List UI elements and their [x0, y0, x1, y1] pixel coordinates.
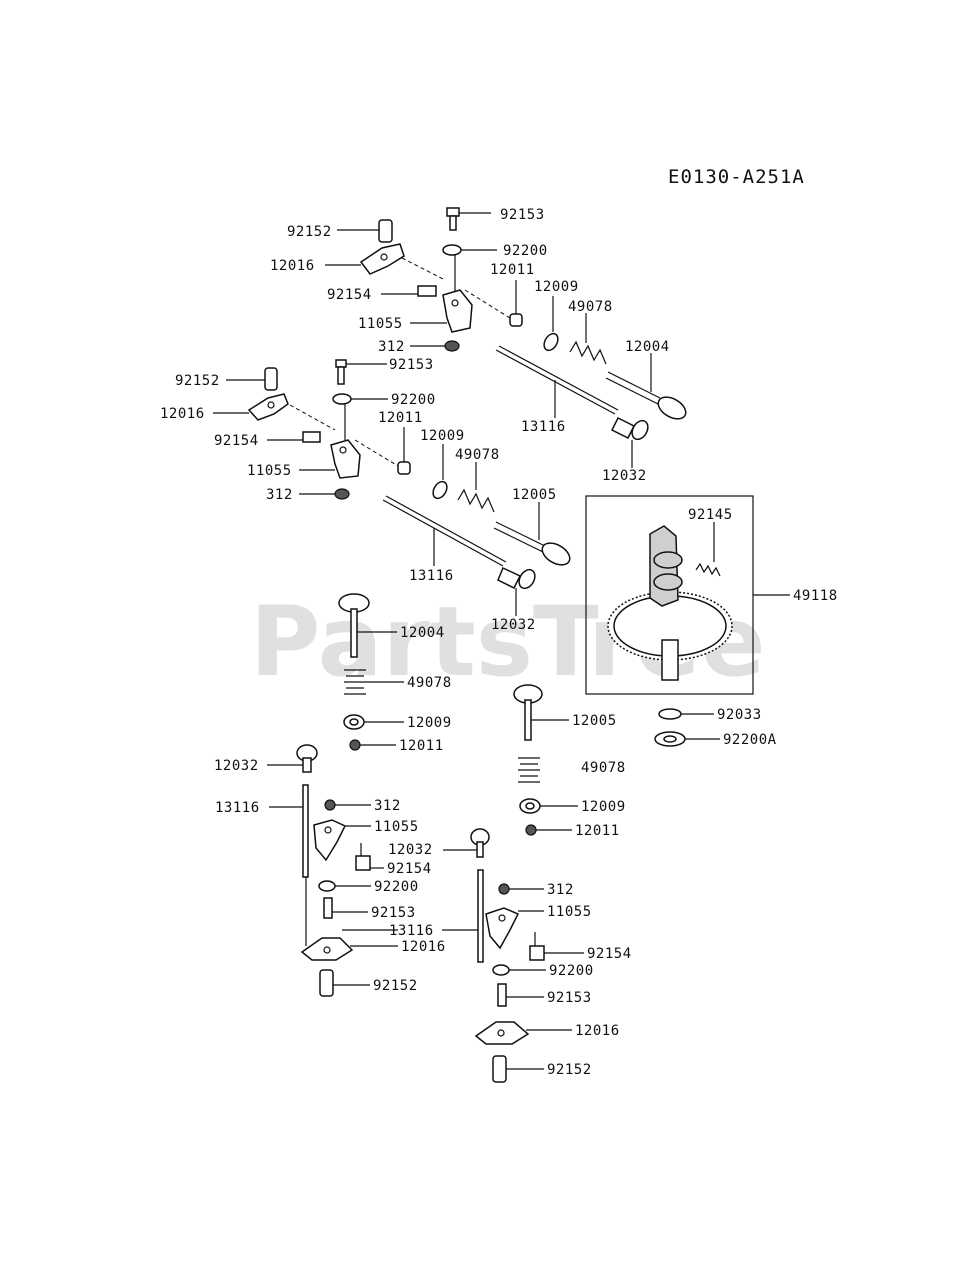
- part-number-label: 12011: [490, 262, 535, 278]
- part-number-label: 92153: [371, 905, 416, 921]
- pivot-part: [337, 219, 393, 243]
- rocker-arm-part: [325, 243, 446, 281]
- part-number-label: 12016: [160, 406, 205, 422]
- retainer-part: [432, 444, 448, 500]
- part-number-label: 12011: [575, 823, 620, 839]
- part-number-label: 92152: [373, 978, 418, 994]
- diagram-code: E0130-A251A: [668, 166, 805, 188]
- part-number-label: 92152: [175, 373, 220, 389]
- tappet-part: [497, 566, 536, 616]
- part-number-label: 49078: [581, 760, 626, 776]
- pivot-part: [226, 367, 278, 391]
- rocker-arm-part: [213, 393, 336, 431]
- nut-part: [299, 488, 350, 500]
- part-number-label: 92033: [717, 707, 762, 723]
- washer-part: [442, 244, 497, 295]
- part-number-label: 92152: [547, 1062, 592, 1078]
- washer-part: [332, 393, 388, 440]
- part-number-label: 13116: [215, 800, 260, 816]
- bolt-part: [446, 207, 491, 231]
- valve-cap-part: [354, 427, 411, 475]
- middle-valve-assembly-a: [338, 593, 404, 751]
- part-number-label: 12005: [512, 487, 557, 503]
- part-number-label: 92200: [391, 392, 436, 408]
- guide-plate-part: [410, 289, 473, 333]
- nut-part: [410, 340, 460, 352]
- valve-part: [605, 353, 687, 420]
- adjust-bolt-part: [267, 431, 321, 443]
- valve-part: [493, 502, 571, 566]
- upper-valve-assembly-b: [213, 359, 571, 616]
- part-number-label: 312: [266, 487, 293, 503]
- guide-plate-part: [299, 439, 361, 479]
- part-number-label: 12011: [378, 410, 423, 426]
- push-rod-part: [382, 495, 507, 567]
- part-number-label: 12016: [575, 1023, 620, 1039]
- part-number-label: 12016: [401, 939, 446, 955]
- tappet-part: [610, 416, 649, 468]
- part-number-label: 12011: [399, 738, 444, 754]
- part-number-label: 92153: [389, 357, 434, 373]
- camshaft-assembly: [585, 495, 790, 695]
- part-number-label: 11055: [374, 819, 419, 835]
- part-number-label: 12032: [214, 758, 259, 774]
- part-number-label: 312: [547, 882, 574, 898]
- part-number-label: 12009: [420, 428, 465, 444]
- part-number-label: 12009: [534, 279, 579, 295]
- part-number-label: 92200A: [723, 732, 777, 748]
- part-number-label: 12032: [388, 842, 433, 858]
- part-number-label: 92154: [214, 433, 259, 449]
- part-number-label: 12009: [407, 715, 452, 731]
- part-number-label: 92153: [547, 990, 592, 1006]
- valve-cap-part: [464, 280, 523, 327]
- part-number-label: 11055: [547, 904, 592, 920]
- part-number-label: 92152: [287, 224, 332, 240]
- part-number-label: 12016: [270, 258, 315, 274]
- part-number-label: 92154: [587, 946, 632, 962]
- part-number-label: 13116: [389, 923, 434, 939]
- upper-valve-assembly-a: [325, 207, 687, 468]
- part-number-label: 12032: [491, 617, 536, 633]
- part-number-label: 11055: [358, 316, 403, 332]
- part-number-label: 92145: [688, 507, 733, 523]
- part-number-labels: 92153 92152 92200 12016 12011 12009 9215…: [160, 207, 838, 1078]
- part-number-label: 92200: [374, 879, 419, 895]
- part-number-label: 49078: [568, 299, 613, 315]
- middle-valve-assembly-b: [513, 684, 578, 836]
- part-number-label: 92154: [387, 861, 432, 877]
- part-number-label: 11055: [247, 463, 292, 479]
- spring-part: [569, 313, 607, 365]
- part-number-label: 12009: [581, 799, 626, 815]
- adjust-bolt-part: [381, 285, 437, 297]
- bolt-part: [335, 359, 387, 385]
- part-number-label: 49118: [793, 588, 838, 604]
- part-number-label: 312: [374, 798, 401, 814]
- part-number-label: 12032: [602, 468, 647, 484]
- part-number-label: 13116: [409, 568, 454, 584]
- part-number-label: 49078: [455, 447, 500, 463]
- gear-washers: [654, 708, 720, 747]
- retainer-part: [543, 296, 559, 352]
- part-number-label: 312: [378, 339, 405, 355]
- part-number-label: 49078: [407, 675, 452, 691]
- part-number-label: 92200: [503, 243, 548, 259]
- part-number-label: 92200: [549, 963, 594, 979]
- push-rod-part: [495, 345, 619, 418]
- part-number-label: 12004: [400, 625, 445, 641]
- part-number-label: 92153: [500, 207, 545, 223]
- part-number-label: 12004: [625, 339, 670, 355]
- part-number-label: 13116: [521, 419, 566, 435]
- part-number-label: 12005: [572, 713, 617, 729]
- lower-valve-assembly-b: [442, 828, 584, 1083]
- lower-valve-assembly-a: [267, 744, 398, 997]
- spring-part: [457, 462, 495, 513]
- part-number-label: 92154: [327, 287, 372, 303]
